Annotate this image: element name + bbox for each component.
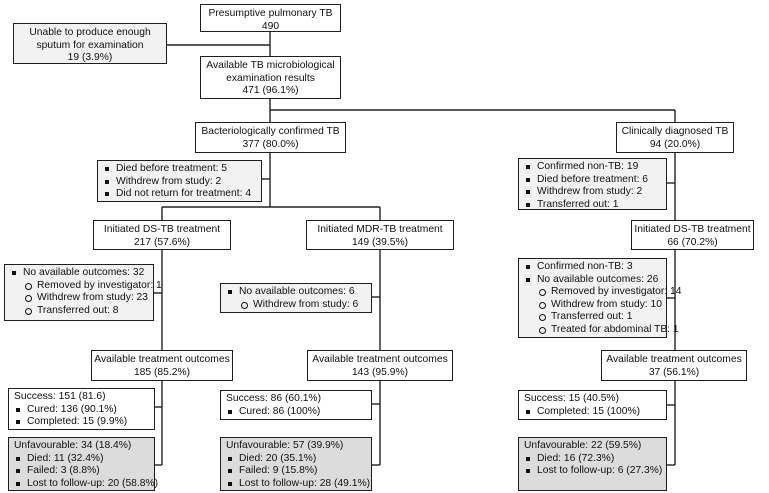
node-mdr-initiated: Initiated MDR-TB treatment 149 (39.5%)	[306, 220, 454, 250]
node-ds-available-outcomes: Available treatment outcomes 185 (85.2%)	[91, 350, 233, 381]
list-item: Did not return for treatment: 4	[103, 188, 256, 201]
node-title: Bacteriologically confirmed TB	[201, 126, 340, 137]
outcome-heading: Success: 15 (40.5%)	[524, 393, 620, 404]
node-presumptive-tb: Presumptive pulmonary TB 490	[200, 4, 341, 32]
node-clin-unfavourable: Unfavourable: 22 (59.5%) Died: 16 (72.3%…	[518, 437, 667, 491]
list-item: Confirmed non-TB: 19	[524, 161, 661, 174]
list-item: Died: 20 (35.1%)	[226, 453, 366, 466]
node-ds-success: Success: 151 (81.6) Cured: 136 (90.1%) C…	[8, 388, 155, 430]
node-title: Available treatment outcomes	[606, 354, 742, 365]
list-item: Died before treatment: 6	[524, 174, 661, 187]
node-count: 149 (39.5%)	[351, 236, 409, 248]
sub-list-item: Removed by investigator: 14	[524, 286, 682, 299]
node-ds-initiated: Initiated DS-TB treatment 217 (57.6%)	[93, 220, 231, 250]
list-item: Cured: 86 (100%)	[226, 406, 366, 419]
outcome-heading: Unfavourable: 22 (59.5%)	[524, 440, 642, 451]
list-item: Completed: 15 (100%)	[524, 406, 661, 419]
node-ds-unfavourable: Unfavourable: 34 (18.4%) Died: 11 (32.4%…	[8, 437, 158, 491]
list-item: Completed: 15 (9.9%)	[14, 416, 149, 429]
sub-list-item: Transferred out: 1	[524, 311, 661, 324]
node-title: Available treatment outcomes	[312, 354, 448, 365]
node-title: Clinically diagnosed TB	[621, 126, 729, 137]
node-title: Available treatment outcomes	[94, 354, 230, 365]
node-mdr-success: Success: 86 (60.1%) Cured: 86 (100%)	[220, 390, 372, 420]
node-ds-no-outcomes: No available outcomes: 32 Removed by inv…	[4, 264, 162, 321]
list-item: Died before treatment: 5	[103, 163, 256, 176]
list-item: Failed: 3 (8.8%)	[14, 465, 149, 478]
sub-list-item: Treated for abdominal TB: 1	[524, 324, 679, 337]
node-clin-success: Success: 15 (40.5%) Completed: 15 (100%)	[518, 390, 667, 420]
node-title: Presumptive pulmonary TB	[208, 8, 333, 19]
node-clinically-diagnosed: Clinically diagnosed TB 94 (20.0%)	[616, 122, 734, 153]
node-title: Unable to produce enough	[29, 27, 151, 38]
outcome-heading: Success: 86 (60.1%)	[226, 393, 322, 404]
node-count: 143 (95.9%)	[351, 366, 409, 378]
node-count: 94 (20.0%)	[649, 138, 701, 150]
list-item: Confirmed non-TB: 3	[524, 261, 661, 274]
sub-list-item: Removed by investigator: 1	[10, 280, 162, 293]
list-item: No available outcomes: 26	[524, 274, 661, 287]
node-bact-excluded: Died before treatment: 5 Withdrew from s…	[97, 160, 262, 202]
node-count: 471 (96.1%)	[242, 85, 299, 97]
node-title: Initiated DS-TB treatment	[634, 224, 751, 235]
list-item: Lost to follow-up: 20 (58.8%)	[14, 478, 158, 491]
node-title-cont: sputum for examination	[36, 39, 144, 51]
list-item: Lost to follow-up: 6 (27.3%)	[524, 465, 662, 478]
node-count: 37 (56.1%)	[648, 366, 700, 378]
sub-list-item: Withdrew from study: 10	[524, 299, 662, 312]
node-count: 490	[261, 20, 280, 32]
list-item: No available outcomes: 32	[10, 267, 148, 280]
node-clin-no-outcomes: Confirmed non-TB: 3 No available outcome…	[518, 258, 682, 338]
list-item: No available outcomes: 6	[226, 286, 366, 299]
outcome-heading: Unfavourable: 34 (18.4%)	[14, 440, 132, 451]
node-mdr-no-outcomes: No available outcomes: 6 Withdrew from s…	[220, 283, 372, 313]
node-mdr-unfavourable: Unfavourable: 57 (39.9%) Died: 20 (35.1%…	[220, 437, 372, 491]
outcome-heading: Success: 151 (81.6)	[14, 391, 106, 402]
sub-list-item: Transferred out: 8	[10, 305, 148, 318]
node-available-results: Available TB microbiological examination…	[200, 56, 341, 99]
node-title: Initiated MDR-TB treatment	[317, 224, 443, 235]
node-title: Initiated DS-TB treatment	[103, 224, 221, 235]
outcome-heading: Unfavourable: 57 (39.9%)	[226, 440, 344, 451]
list-item: Transferred out: 1	[524, 199, 661, 212]
node-count: 19 (3.9%)	[67, 52, 113, 64]
node-unable-sputum: Unable to produce enough sputum for exam…	[13, 23, 167, 64]
node-bacteriologically-confirmed: Bacteriologically confirmed TB 377 (80.0…	[195, 122, 346, 153]
list-item: Failed: 9 (15.8%)	[226, 465, 366, 478]
node-count: 217 (57.6%)	[133, 236, 191, 248]
node-count: 66 (70.2%)	[667, 236, 718, 248]
list-item: Lost to follow-up: 28 (49.1%)	[226, 478, 370, 491]
node-count: 185 (85.2%)	[133, 366, 191, 378]
list-item: Died: 11 (32.4%)	[14, 453, 149, 466]
node-clin-excluded: Confirmed non-TB: 19 Died before treatme…	[518, 158, 667, 210]
list-item: Cured: 136 (90.1%)	[14, 404, 149, 417]
list-item: Withdrew from study: 2	[524, 186, 661, 199]
list-item: Died: 16 (72.3%)	[524, 453, 661, 466]
sub-list-item: Withdrew from study: 6	[226, 299, 366, 312]
node-clin-ds-initiated: Initiated DS-TB treatment 66 (70.2%)	[631, 220, 754, 250]
node-count: 377 (80.0%)	[242, 138, 299, 150]
node-title: Available TB microbiological	[206, 60, 335, 71]
node-clin-available-outcomes: Available treatment outcomes 37 (56.1%)	[601, 350, 747, 381]
node-mdr-available-outcomes: Available treatment outcomes 143 (95.9%)	[307, 350, 453, 381]
list-item: Withdrew from study: 2	[103, 176, 256, 189]
sub-list-item: Withdrew from study: 23	[10, 292, 148, 305]
node-title-cont: examination results	[226, 72, 315, 84]
